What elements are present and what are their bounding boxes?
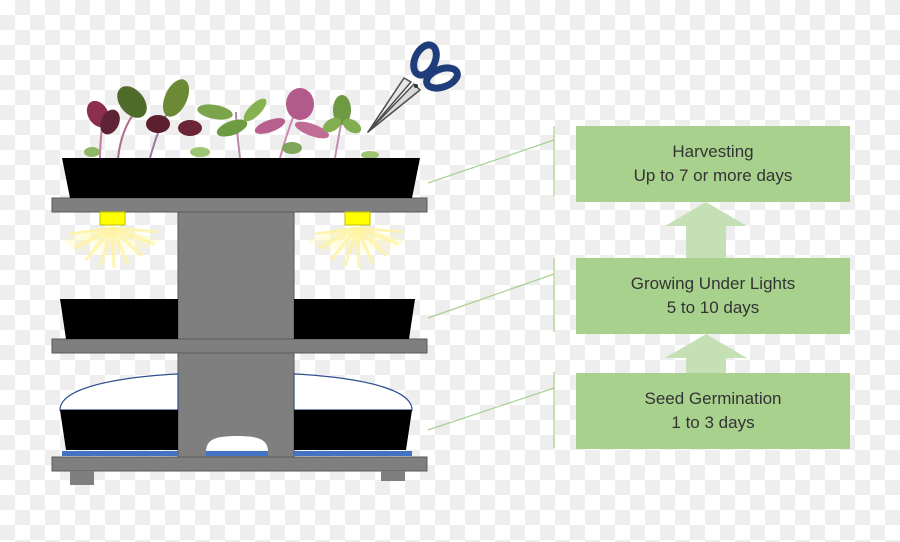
arrow-up-to-growing bbox=[665, 334, 747, 373]
stage-box-growing bbox=[576, 258, 850, 334]
stage-germination-name: Seed Germination bbox=[644, 389, 782, 408]
rack-foot-left bbox=[70, 471, 94, 485]
stage-box-germination bbox=[576, 373, 850, 449]
humidity-dome-right bbox=[293, 373, 413, 411]
arrow-up-to-harvesting bbox=[665, 202, 747, 258]
stage-germination: Seed Germination 1 to 3 days bbox=[576, 373, 850, 449]
grow-light-right bbox=[307, 211, 407, 269]
shelf-bottom bbox=[51, 456, 428, 472]
connector-germination bbox=[427, 387, 555, 431]
grow-light-left bbox=[62, 211, 162, 269]
mat-right bbox=[294, 451, 412, 456]
stage-harvesting: Harvesting Up to 7 or more days bbox=[576, 126, 850, 202]
stage-growing-name: Growing Under Lights bbox=[630, 274, 796, 293]
connector-growing bbox=[427, 273, 555, 319]
microgreens-icon bbox=[84, 79, 379, 159]
shelf-middle bbox=[51, 338, 428, 354]
rack-center-post bbox=[177, 211, 295, 459]
rack-foot-right bbox=[381, 471, 405, 481]
connector-lines bbox=[427, 126, 555, 448]
tray-middle-left bbox=[60, 299, 178, 339]
stage-germination-duration: 1 to 3 days bbox=[671, 413, 755, 432]
tray-bottom-left bbox=[60, 410, 178, 450]
stage-growing: Growing Under Lights 5 to 10 days bbox=[576, 258, 850, 334]
stage-harvesting-duration: Up to 7 or more days bbox=[633, 166, 793, 185]
connector-harvesting bbox=[427, 139, 555, 184]
mat-left bbox=[62, 451, 178, 456]
tray-top bbox=[62, 158, 420, 198]
scissors-icon bbox=[367, 41, 461, 133]
stage-box-harvesting bbox=[576, 126, 850, 202]
tray-bottom-right bbox=[294, 410, 412, 450]
stage-harvesting-name: Harvesting bbox=[672, 142, 754, 161]
tray-middle-right bbox=[294, 299, 415, 339]
mat-center bbox=[206, 451, 268, 456]
seed-pad bbox=[206, 436, 268, 452]
humidity-dome-left bbox=[59, 373, 179, 411]
stage-growing-duration: 5 to 10 days bbox=[666, 298, 760, 317]
shelf-top bbox=[51, 197, 428, 213]
